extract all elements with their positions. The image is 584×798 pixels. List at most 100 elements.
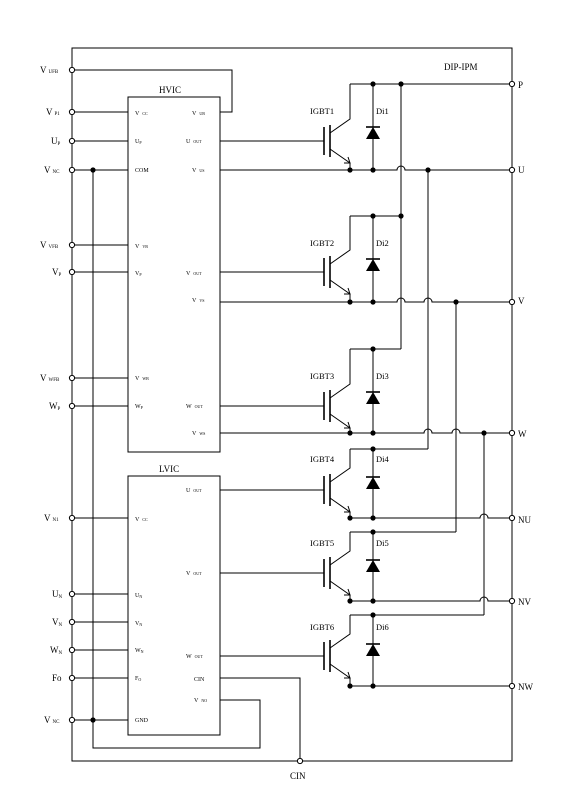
igbt6-collector: [329, 615, 351, 649]
junction-bot-d-2: [370, 299, 376, 305]
term-label-up: UP: [51, 136, 61, 147]
di2-label: Di2: [376, 238, 389, 248]
di1-label: Di1: [376, 106, 389, 116]
junction-v: [453, 299, 459, 305]
igbt2-label: IGBT2: [310, 238, 334, 248]
di1-symbol: [366, 127, 380, 139]
junction-bot-d-5: [370, 598, 376, 604]
igbt4-collector: [329, 449, 351, 483]
terminal-v: [508, 298, 516, 306]
igbt-labels: IGBT1 IGBT2 IGBT3 IGBT4 IGBT5 IGBT6: [310, 106, 335, 632]
junction-bot-2: [347, 299, 353, 305]
term-label-fo: Fo: [52, 673, 62, 683]
hvic-pin-vp: VP: [135, 271, 142, 277]
diode-labels: Di1 Di2 Di3 Di4 Di5 Di6: [376, 106, 390, 632]
igbt6-emitter: [329, 663, 351, 686]
term-label-nu: NU: [518, 515, 531, 525]
terminal-nv: [508, 597, 516, 605]
term-label-vn: VN: [52, 617, 63, 628]
terminal-vn1: [68, 514, 76, 522]
wire-u-out: [220, 165, 512, 171]
term-label-cin: CIN: [290, 771, 306, 781]
terminal-w: [508, 429, 516, 437]
term-label-nw: NW: [518, 682, 533, 692]
di6-symbol: [366, 644, 380, 656]
term-label-wp: WP: [49, 401, 61, 412]
igbt1-collector: [329, 84, 351, 134]
di5-symbol: [366, 560, 380, 572]
term-label-p: P: [518, 80, 523, 90]
junction-bot-d-6: [370, 683, 376, 689]
di6-label: Di6: [376, 622, 389, 632]
term-label-vp: VP: [52, 267, 62, 278]
terminal-vnc-bottom: [68, 716, 76, 724]
terminal-vp: [68, 268, 76, 276]
terminal-vp1: [68, 108, 76, 116]
terminal-cin: [296, 757, 304, 765]
igbt3-emitter: [329, 413, 351, 433]
igbt2-arrow: [344, 287, 351, 295]
wire-vnc-bottom-loop: [92, 699, 261, 749]
igbt6-arrow: [344, 671, 351, 679]
junction-top-4: [370, 446, 376, 452]
junction-top-2: [370, 213, 376, 219]
igbt6-label: IGBT6: [310, 622, 334, 632]
di4-label: Di4: [376, 454, 390, 464]
junction-top-1: [370, 81, 376, 87]
lvic-pin-wn: WN: [135, 648, 144, 654]
di2-symbol: [366, 259, 380, 271]
terminal-nw: [508, 682, 516, 690]
junction-dots: [90, 81, 487, 723]
junction-vnc-top: [90, 167, 96, 173]
hvic-box: [127, 96, 221, 453]
igbt4-label: IGBT4: [310, 454, 335, 464]
hvic-title: HVIC: [159, 85, 181, 95]
junction-bot-d-3: [370, 430, 376, 436]
igbt2-emitter: [329, 279, 351, 302]
hvic-pin-com: COM: [135, 168, 149, 174]
wire-v-out: [220, 297, 512, 303]
lvic-title: LVIC: [159, 464, 179, 474]
di3-label: Di3: [376, 371, 389, 381]
igbt5-emitter: [329, 580, 351, 601]
di5-label: Di5: [376, 538, 389, 548]
term-label-v: V: [518, 296, 525, 306]
terminal-vufb: [68, 66, 76, 74]
lvic-box: [127, 475, 221, 736]
term-label-nv: NV: [518, 597, 531, 607]
junction-bot-d-1: [370, 167, 376, 173]
junction-u: [425, 167, 431, 173]
igbt1-label: IGBT1: [310, 106, 334, 116]
igbt1-arrow: [344, 156, 351, 164]
igbt3-label: IGBT3: [310, 371, 334, 381]
term-label-u: U: [518, 165, 525, 175]
lvic-pin-cin: CIN: [194, 677, 205, 683]
junction-vnc-bottom: [90, 717, 96, 723]
term-label-un: UN: [52, 589, 63, 600]
terminals: [68, 66, 516, 765]
junction-p2: [398, 213, 404, 219]
igbt5-arrow: [344, 588, 351, 596]
junction-bot-5: [347, 598, 353, 604]
igbt5-collector: [329, 532, 351, 566]
terminal-p: [508, 80, 516, 88]
